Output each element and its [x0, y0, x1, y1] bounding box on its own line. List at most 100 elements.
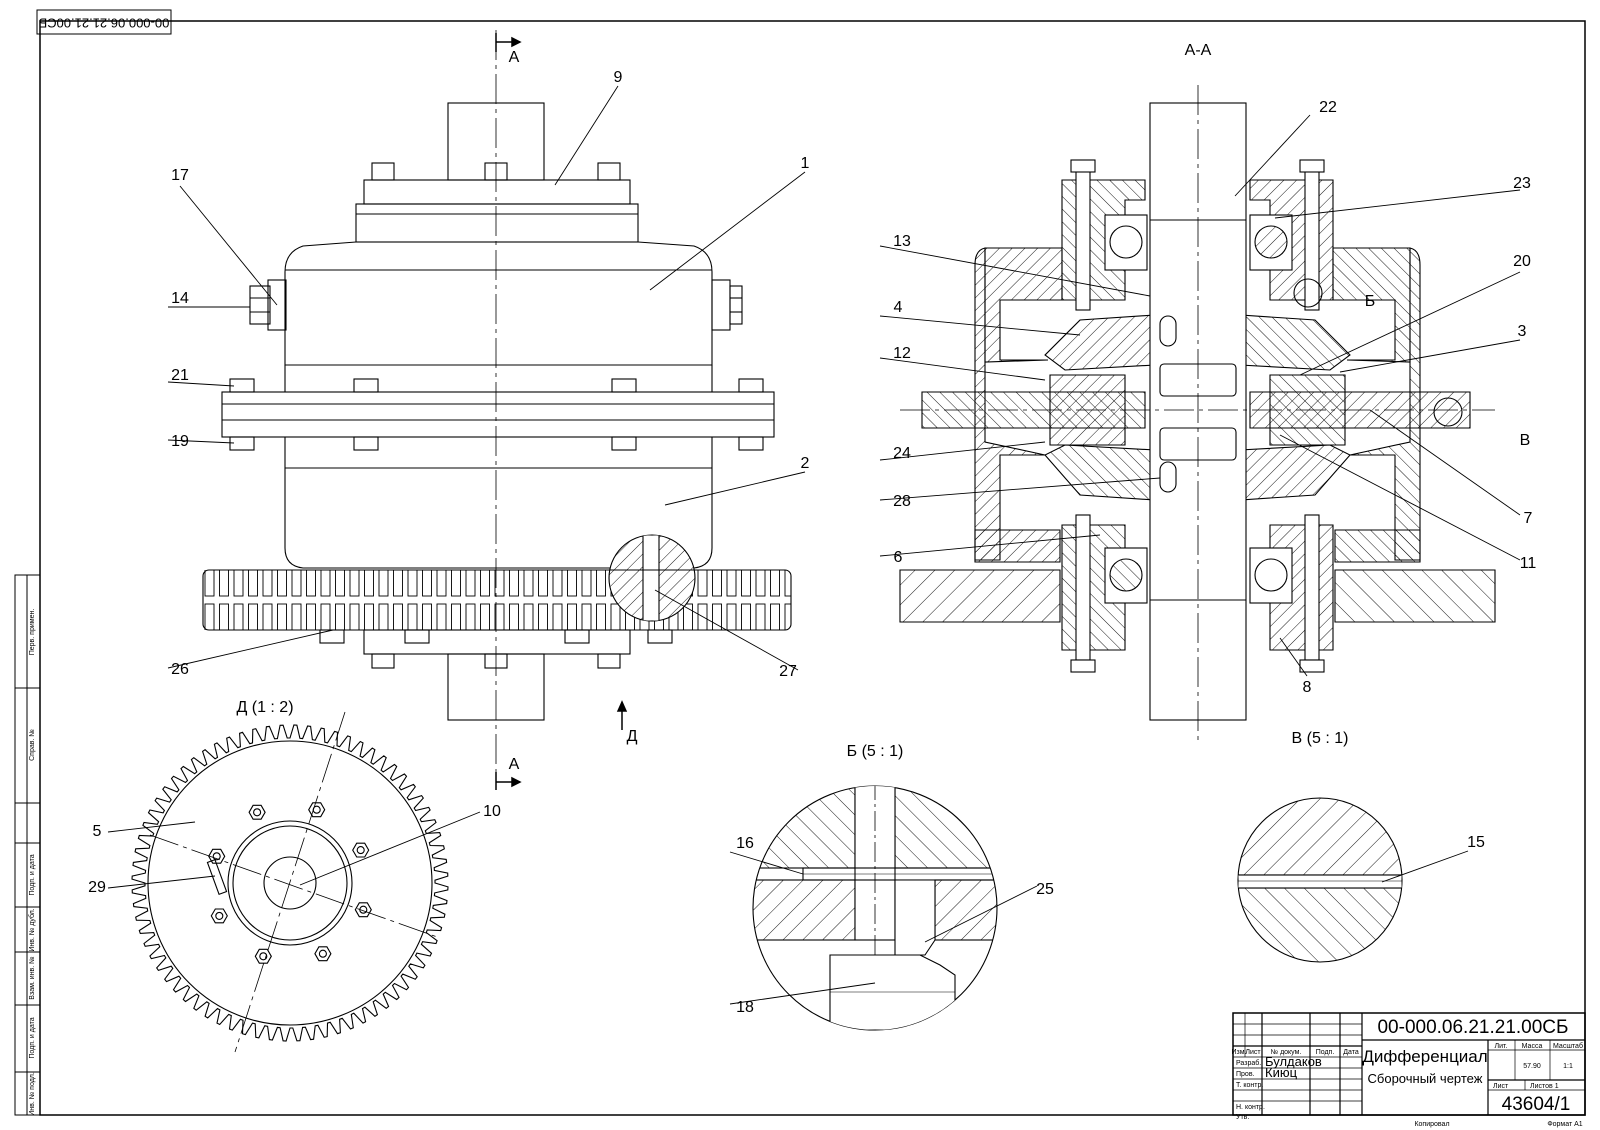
callout-25: 25 — [1036, 881, 1054, 898]
svg-text:№ докум.: № докум. — [1271, 1049, 1302, 1056]
callout-29: 29 — [88, 879, 106, 896]
callout-8: 8 — [1303, 679, 1312, 696]
callout-20: 20 — [1513, 253, 1531, 270]
footer-format: Формат А1 — [1547, 1121, 1582, 1128]
view-d-title: Д (1 : 2) — [236, 699, 293, 716]
bolt-head-icon — [210, 908, 228, 924]
svg-text:Масштаб: Масштаб — [1553, 1042, 1583, 1050]
callout-2: 2 — [801, 455, 810, 472]
title-name: Дифференциал — [1362, 1047, 1487, 1066]
mass-value: 57.90 — [1523, 1063, 1541, 1070]
svg-text:Взам. инв. №: Взам. инв. № — [29, 956, 36, 999]
side-stamp-labels: Перв. примен. Справ. № Подп. и дата Инв.… — [28, 609, 36, 1116]
callout-17: 17 — [171, 167, 189, 184]
svg-text:Булдаков: Булдаков — [1265, 1054, 1322, 1069]
bolt-hole — [215, 911, 224, 920]
callout-21: 21 — [171, 367, 189, 384]
callouts: 1 2 3 4 5 6 7 8 9 10 11 12 13 14 15 16 1… — [88, 69, 1536, 1016]
title-block-text: 00-000.06.21.21.00СБ Дифференциал Сбороч… — [1232, 1017, 1583, 1121]
callout-9: 9 — [614, 69, 623, 86]
bolt-head-icon — [314, 946, 332, 962]
svg-text:Листов 1: Листов 1 — [1530, 1083, 1559, 1090]
inline-letter-b: Б — [1365, 293, 1376, 310]
gear-teeth-outline — [131, 724, 449, 1042]
svg-text:Изм.: Изм. — [1232, 1049, 1247, 1056]
group-code: 43604/1 — [1502, 1094, 1571, 1115]
callout-26: 26 — [171, 661, 189, 678]
svg-text:Справ. №: Справ. № — [29, 729, 36, 761]
title-doc-code: 00-000.06.21.21.00СБ — [1377, 1017, 1568, 1038]
view-d-center-1 — [149, 834, 441, 939]
bolt-head-icon — [248, 804, 266, 820]
bolt-holes — [208, 802, 372, 964]
svg-text:Инв. № дубл.: Инв. № дубл. — [28, 908, 36, 951]
callout-6: 6 — [894, 549, 903, 566]
svg-text:Н. контр.: Н. контр. — [1236, 1104, 1265, 1111]
detail-b-title: Б (5 : 1) — [847, 743, 904, 760]
callout-19: 19 — [171, 433, 189, 450]
leader-lines — [107, 85, 1521, 1005]
detail-v-title: В (5 : 1) — [1292, 730, 1349, 747]
svg-text:Т. контр.: Т. контр. — [1236, 1082, 1263, 1089]
bolt-hole — [259, 952, 268, 961]
callout-16: 16 — [736, 835, 754, 852]
bolt-hole — [212, 852, 221, 861]
callout-1: 1 — [801, 155, 810, 172]
callout-3: 3 — [1518, 323, 1527, 340]
section-letter-d: Д — [627, 728, 638, 745]
callout-13: 13 — [893, 233, 911, 250]
bolt-head-icon — [254, 948, 272, 964]
bolt-head-icon — [354, 902, 372, 918]
section-aa-title: А-А — [1185, 42, 1212, 59]
callout-22: 22 — [1319, 99, 1337, 116]
callout-28: 28 — [893, 493, 911, 510]
rotated-doc-code: 00-000.06.21.21.00СБ — [39, 16, 170, 31]
callout-12: 12 — [893, 345, 911, 362]
bolt-head-icon — [352, 842, 370, 858]
svg-text:Лист: Лист — [1493, 1083, 1509, 1090]
callout-4: 4 — [894, 299, 903, 316]
callout-11: 11 — [1520, 555, 1537, 572]
callout-14: 14 — [171, 290, 189, 307]
svg-text:Масса: Масса — [1522, 1043, 1543, 1050]
callout-15: 15 — [1467, 834, 1485, 851]
svg-text:Подп.: Подп. — [1316, 1049, 1335, 1056]
svg-text:Перв. примен.: Перв. примен. — [29, 609, 36, 656]
section-letter-a-bottom: А — [509, 756, 520, 773]
svg-text:Подп. и дата: Подп. и дата — [29, 854, 36, 895]
inline-letter-v: В — [1520, 432, 1531, 449]
title-block — [1232, 1012, 1586, 1116]
bolt-hole — [253, 808, 262, 817]
svg-text:Пров.: Пров. — [1236, 1071, 1255, 1078]
svg-text:Подп. и дата: Подп. и дата — [29, 1017, 36, 1058]
bolt-head-icon — [308, 802, 326, 818]
section-arrow-a — [495, 33, 628, 790]
view-d-gear — [131, 724, 449, 1042]
detail-b — [752, 785, 998, 1031]
section-letter-a-top: А — [509, 49, 520, 66]
svg-text:Киюц: Киюц — [1265, 1065, 1298, 1080]
bolt-hole — [318, 949, 327, 958]
view-d-center-2 — [234, 711, 346, 1053]
callout-27: 27 — [779, 663, 797, 680]
callout-5: 5 — [93, 823, 102, 840]
callout-18: 18 — [736, 999, 754, 1016]
front-view — [202, 102, 792, 721]
detail-v — [1237, 797, 1403, 963]
callout-23: 23 — [1513, 175, 1531, 192]
svg-text:Лит.: Лит. — [1495, 1043, 1508, 1050]
svg-text:Дата: Дата — [1343, 1049, 1359, 1056]
callout-7: 7 — [1524, 510, 1533, 527]
bolt-head-icon — [208, 848, 226, 864]
callout-10: 10 — [483, 803, 501, 820]
scale-value: 1:1 — [1563, 1063, 1573, 1070]
svg-text:Инв. № подл.: Инв. № подл. — [29, 1072, 36, 1116]
footer-kopiroval: Копировал — [1414, 1121, 1449, 1128]
svg-text:Лист: Лист — [1245, 1049, 1261, 1056]
bolt-hole — [356, 846, 365, 855]
svg-text:Разраб.: Разраб. — [1236, 1059, 1261, 1067]
callout-24: 24 — [893, 445, 911, 462]
section-aa-view — [899, 102, 1496, 721]
side-stamp — [14, 574, 41, 1116]
